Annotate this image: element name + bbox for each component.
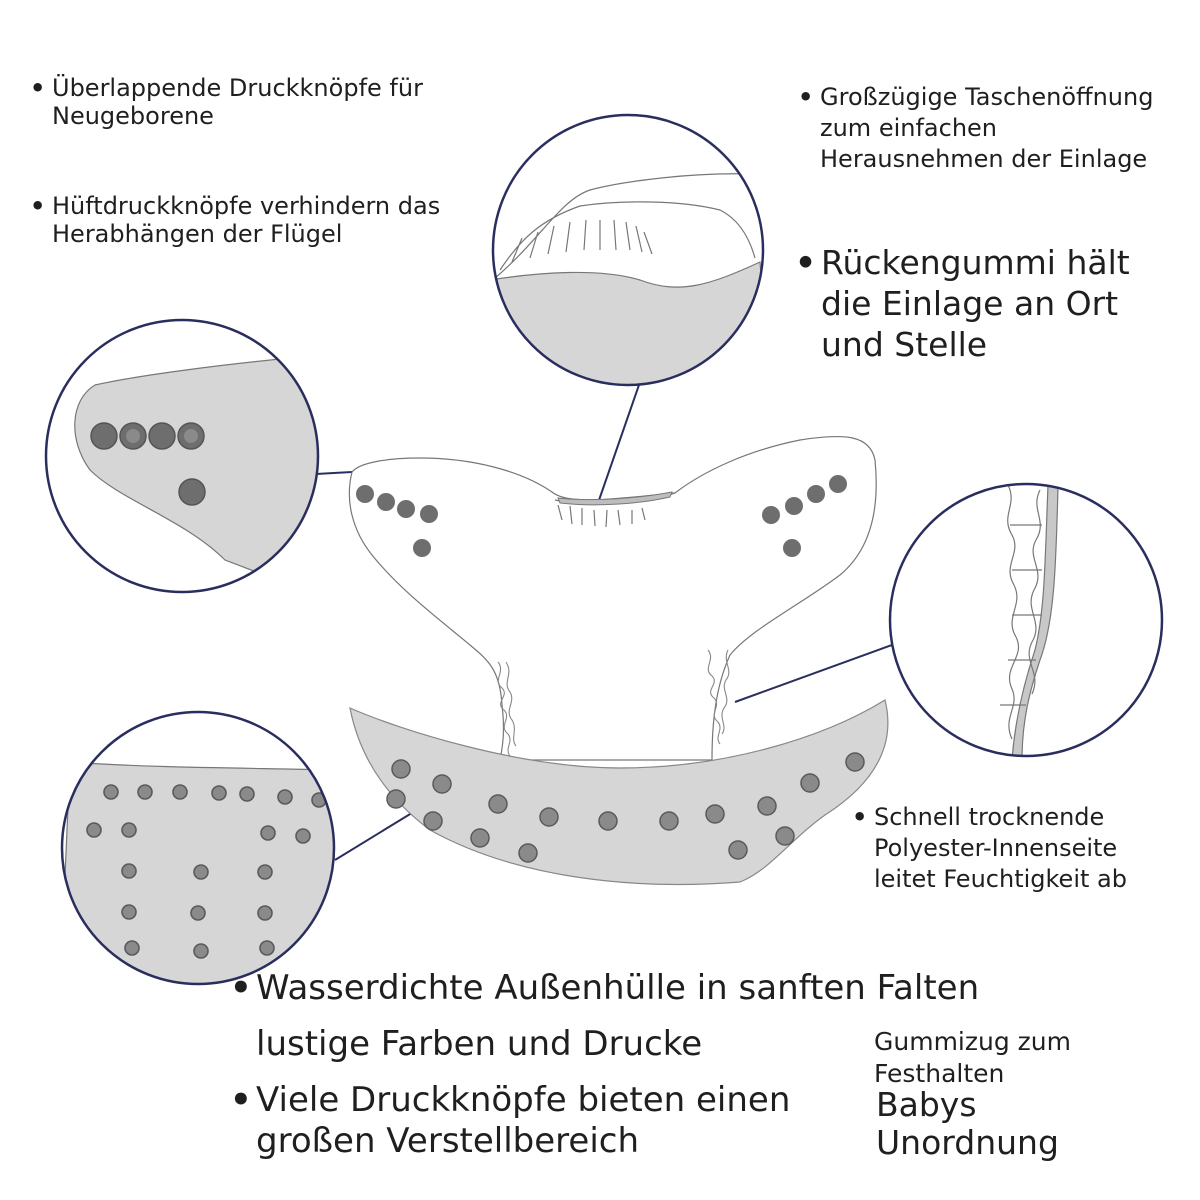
wing-snaps: [356, 475, 847, 557]
label-waterproof-line1: Wasserdichte Außenhülle in sanften Falte…: [256, 968, 980, 1008]
zoom-elastic-ruffle: [1000, 484, 1042, 740]
label-elastic-hold-small-text: Gummizug zum Festhalten: [874, 1027, 1071, 1088]
zoom-circle-back-elastic: [888, 482, 1164, 758]
zoom-pocket-ruffle: [499, 201, 756, 271]
label-many-snaps: • Viele Druckknöpfe bieten einen großen …: [230, 1080, 856, 1162]
right-leg-elastic: [707, 649, 730, 745]
label-back-elastic-text: Rückengummi hält die Einlage an Ort und …: [821, 243, 1130, 364]
bullet: •: [798, 83, 814, 111]
leader-line-elastic-zoom: [734, 644, 893, 703]
label-hip-snaps: • Hüftdruckknöpfe verhindern das Herabhä…: [30, 192, 452, 249]
zoom-elastic-band: [1011, 484, 1059, 756]
diaper-illustration: [348, 435, 889, 886]
bullet: •: [30, 74, 46, 102]
label-fun-colors: lustige Farben und Drucke: [256, 1024, 816, 1065]
bullet: •: [795, 243, 817, 282]
label-back-elastic: • Rückengummi hält die Einlage an Ort un…: [795, 243, 1181, 366]
pocket-edge: [557, 491, 673, 506]
label-many-snaps-text: Viele Druckknöpfe bieten einen großen Ve…: [256, 1080, 791, 1161]
label-overlap-snaps: • Überlappende Druckknöpfe für Neugebore…: [30, 74, 492, 131]
label-elastic-hold-large-text: Babys Unordnung: [876, 1085, 1059, 1162]
label-overlap-snaps-text: Überlappende Druckknöpfe für Neugeborene: [52, 74, 423, 131]
label-quick-dry-text: Schnell trocknende Polyester-Innenseite …: [874, 803, 1127, 894]
zoom-wing-fabric: [74, 355, 318, 592]
label-quick-dry: • Schnell trocknende Polyester-Innenseit…: [852, 802, 1184, 896]
label-waterproof-shell: • Wasserdichte Außenhülle in sanften Fal…: [230, 968, 1056, 1009]
leader-line-front-snaps-zoom: [334, 807, 421, 861]
zoom-circle-front-snaps: [60, 710, 336, 986]
front-panel-snaps: [386, 752, 865, 863]
bullet: •: [230, 968, 252, 1008]
left-leg-elastic: [497, 661, 517, 757]
leader-line-snaps-zoom: [315, 471, 353, 475]
leader-line-pocket-zoom: [597, 381, 641, 504]
zoom-front-snaps: [86, 784, 327, 959]
zoom-wing-snaps: [90, 422, 206, 506]
leader-lines: [315, 381, 893, 861]
label-elastic-hold-small: Gummizug zum Festhalten: [874, 1026, 1134, 1090]
label-waterproof-line2: lustige Farben und Drucke: [256, 1024, 703, 1064]
bullet: •: [230, 1080, 252, 1120]
zoom-circle-pocket-opening: [491, 113, 765, 387]
zoom-pocket-fabric: [493, 261, 763, 385]
bullet: •: [30, 192, 46, 220]
bullet: •: [852, 803, 868, 831]
label-pocket-opening-text: Großzügige Taschenöffnung zum einfachen …: [820, 83, 1154, 174]
label-elastic-hold-large: Babys Unordnung: [876, 1086, 1136, 1162]
diaper-back-panel: [348, 435, 877, 761]
label-pocket-opening: • Großzügige Taschenöffnung zum einfache…: [798, 82, 1180, 176]
zoom-circle-wing-snaps: [44, 318, 320, 594]
label-hip-snaps-text: Hüftdruckknöpfe verhindern das Herabhäng…: [52, 192, 441, 249]
